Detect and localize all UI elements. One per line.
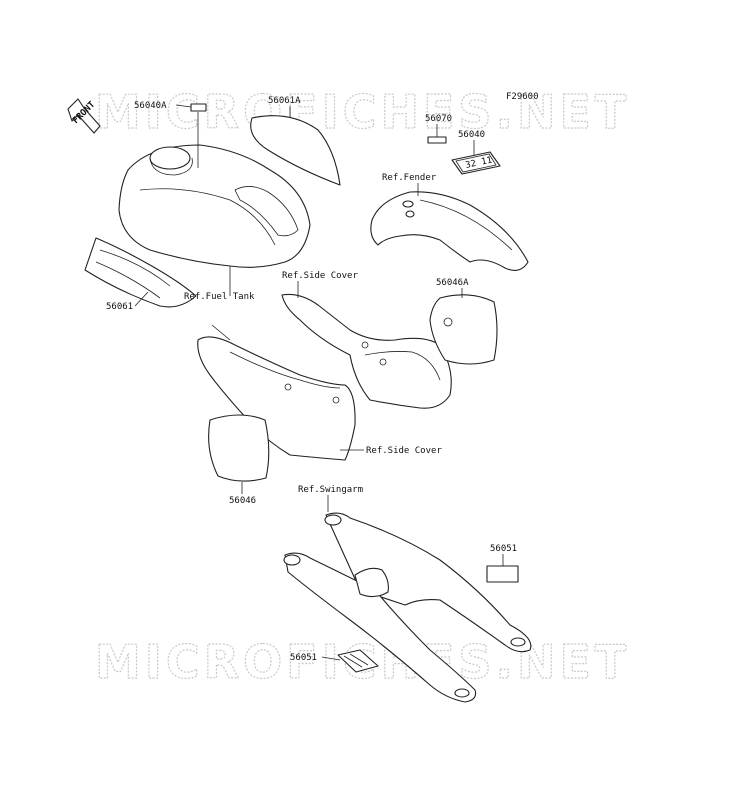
side-cover-left (197, 336, 356, 461)
callout-56061A: 56061A (268, 96, 301, 106)
callout-56046: 56046 (229, 496, 256, 506)
ref-swingarm: Ref.Swingarm (298, 485, 363, 495)
ref-fuel-tank: Ref.Fuel Tank (184, 292, 255, 302)
figure-code: F29600 (506, 92, 539, 102)
fuel-tank (118, 144, 311, 296)
decal-56046 (208, 414, 270, 482)
callout-56051-right: 56051 (490, 544, 517, 554)
decal-56061 (84, 237, 197, 308)
callout-56040A: 56040A (134, 101, 167, 111)
callout-56046A: 56046A (436, 278, 469, 288)
ref-side-cover-bottom: Ref.Side Cover (366, 446, 442, 456)
decal-56061a (250, 115, 341, 186)
decal-56051-right (486, 565, 519, 583)
decal-56070 (427, 136, 447, 144)
watermark-top: MICROFICHES.NET (95, 85, 630, 139)
fender (370, 191, 529, 271)
callout-56040: 56040 (458, 130, 485, 140)
callout-56051-bottom: 56051 (290, 653, 317, 663)
callout-56061: 56061 (106, 302, 133, 312)
decal-56040: 32 11 (451, 151, 501, 175)
decal-56040a (190, 103, 207, 112)
swingarm (283, 512, 532, 703)
decal-56051-bottom (337, 649, 379, 673)
ref-side-cover-top: Ref.Side Cover (282, 271, 358, 281)
side-cover-right (281, 293, 452, 409)
decal-56046a (429, 294, 498, 365)
callout-56070: 56070 (425, 114, 452, 124)
ref-fender: Ref.Fender (382, 173, 437, 183)
